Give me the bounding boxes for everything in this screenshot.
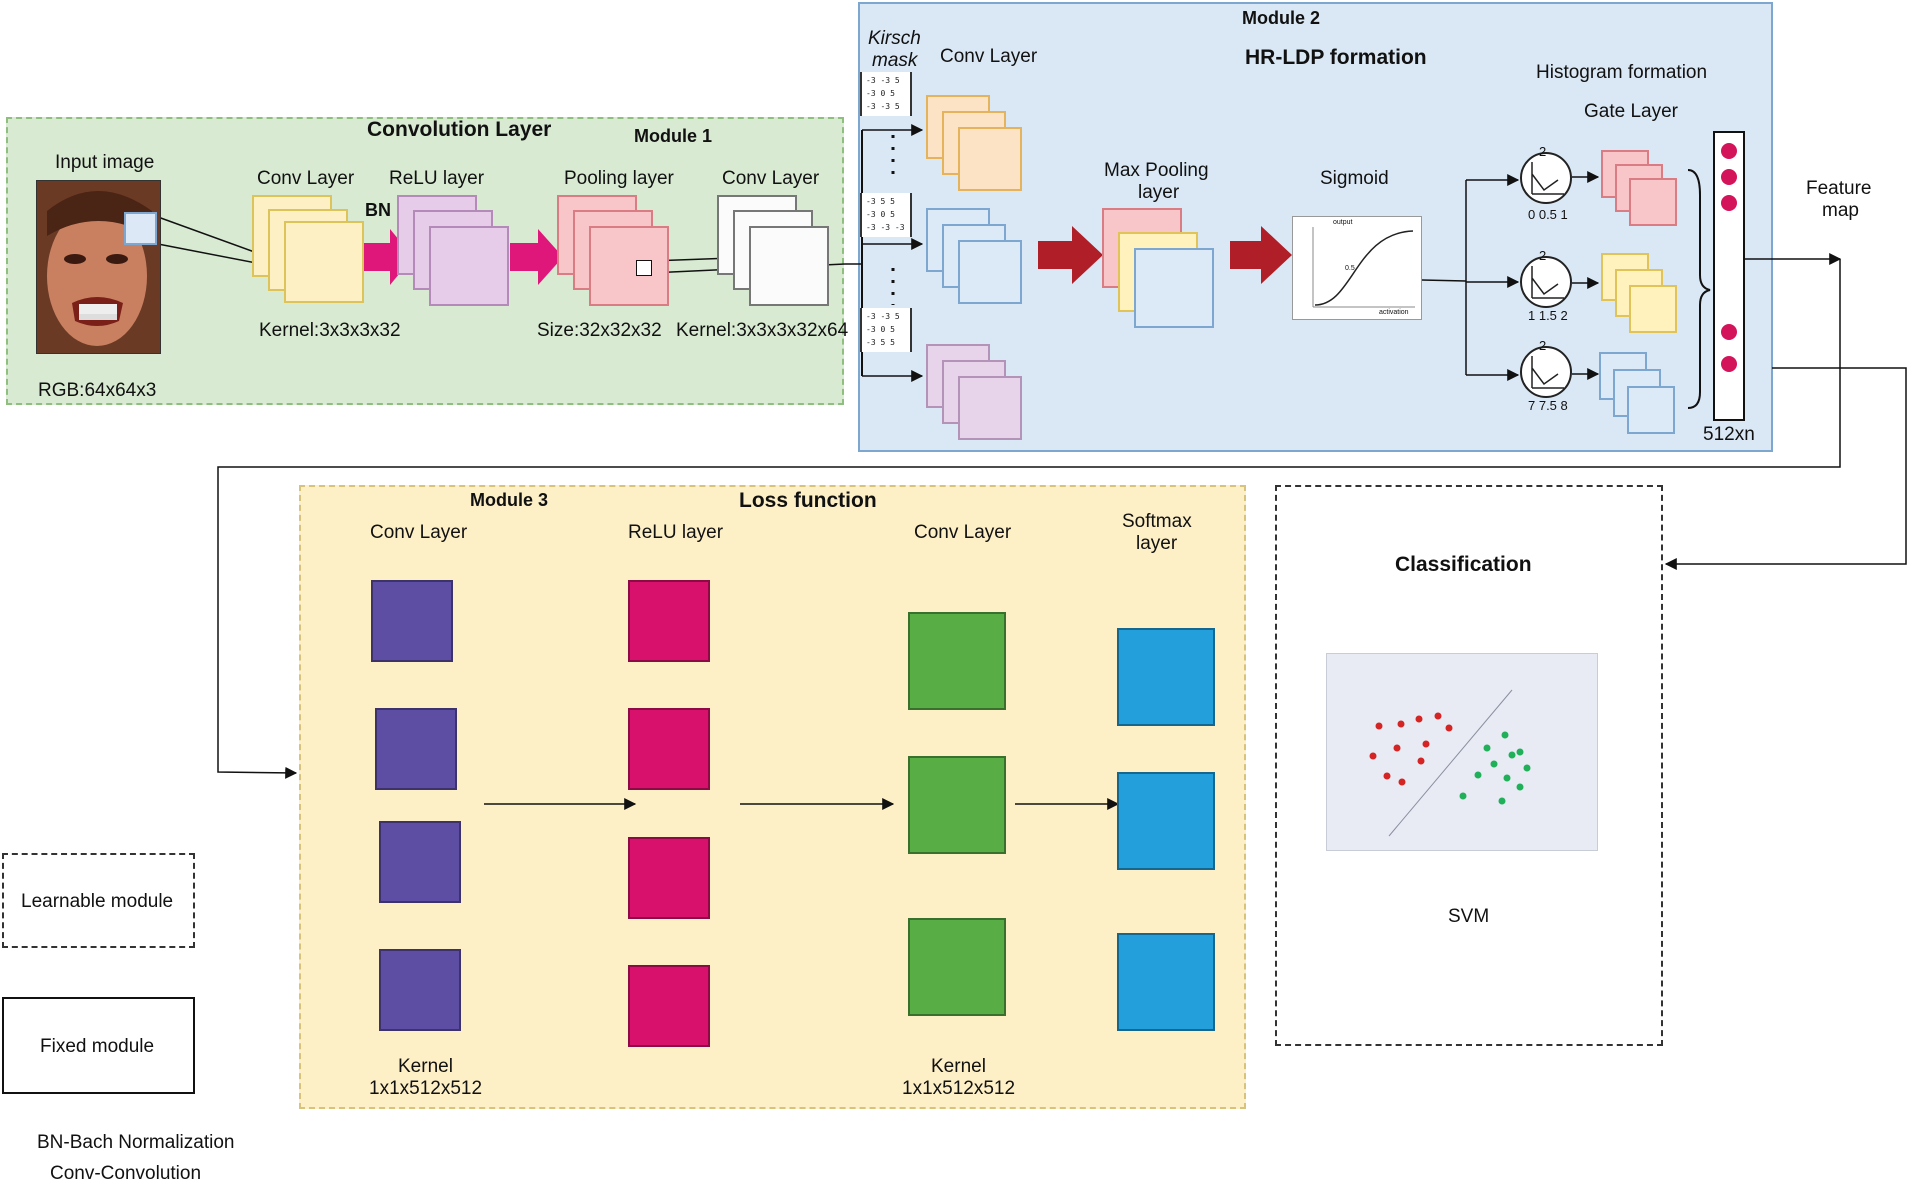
m3-softmax-unit: [1117, 933, 1215, 1031]
m1-kernel-2: Kernel:3x3x3x32x64: [676, 320, 849, 341]
m3-relu-unit: [628, 708, 710, 790]
legend-fixed-label: Fixed module: [40, 1036, 155, 1057]
gate-slice-yellow: [1629, 285, 1677, 333]
legend-learnable-label: Learnable module: [21, 891, 174, 912]
vector-size-label: 512xn: [1703, 424, 1755, 445]
sigmoid-label: Sigmoid: [1320, 168, 1389, 189]
m3-softmax-unit: [1117, 628, 1215, 726]
m3-conv-unit: [371, 580, 453, 662]
m2-conv-orange: [958, 127, 1022, 191]
m1-pooling-label: Pooling layer: [564, 168, 674, 189]
histogram-icon: [1520, 256, 1572, 308]
maxpool-label-2: layer: [1138, 182, 1180, 203]
module3-title: Loss function: [739, 489, 877, 512]
m3-softmax-unit: [1117, 772, 1215, 870]
histogram-icon: [1520, 346, 1572, 398]
input-patch: [124, 212, 157, 245]
m3-softmax-label-1: Softmax: [1122, 511, 1192, 532]
legend-learnable-box: [2, 853, 195, 948]
svm-plot: [1326, 653, 1598, 851]
svm-label: SVM: [1448, 906, 1490, 927]
module1-label: Module 1: [634, 126, 713, 146]
kirsch-mask-2: -3 5 5-3 0 5-3 -3 -3: [860, 193, 912, 237]
feature-vector: [1713, 131, 1745, 421]
conv-to-maxpool-arrow: [1038, 226, 1103, 284]
m3-conv-unit: [379, 949, 461, 1031]
input-image-label: Input image: [55, 152, 155, 173]
m3-conv2-unit: [908, 756, 1006, 854]
input-face-image: [36, 180, 161, 354]
m3-relu-unit: [628, 580, 710, 662]
legend-bn-note: BN-Bach Normalization: [37, 1132, 235, 1153]
legend-conv-note: Conv-Convolution: [50, 1163, 202, 1181]
kirsch-mask-3: -3 -3 5-3 0 5-3 5 5: [860, 308, 912, 352]
hist-values-2: 1 1.5 2: [1528, 308, 1568, 323]
pool-patch: [636, 260, 652, 276]
m3-conv2-unit: [908, 612, 1006, 710]
gate-slice-blue: [1627, 386, 1675, 434]
maxpool-label-1: Max Pooling: [1104, 160, 1209, 181]
feature-dot: [1721, 195, 1737, 211]
hist-values-1: 0 0.5 1: [1528, 207, 1568, 222]
m3-kernel-1-line1: Kernel: [398, 1056, 453, 1077]
legend-fixed-box: [2, 997, 195, 1094]
maxpool-to-sigmoid-arrow: [1230, 226, 1292, 284]
m3-relu-unit: [628, 965, 710, 1047]
hist-values-3: 7 7.5 8: [1528, 398, 1568, 413]
m1-pool-slice: [589, 226, 669, 306]
module1-title: Convolution Layer: [367, 118, 552, 141]
m3-softmax-label-2: layer: [1136, 533, 1178, 554]
m1-relu-label: ReLU layer: [389, 168, 485, 189]
m3-relu-label: ReLU layer: [628, 522, 724, 543]
m3-kernel-1-line2: 1x1x512x512: [369, 1078, 483, 1099]
feature-dot: [1721, 356, 1737, 372]
m3-kernel-2-line2: 1x1x512x512: [902, 1078, 1016, 1099]
m2-conv-label: Conv Layer: [940, 46, 1038, 67]
feature-map-label-2: map: [1822, 200, 1859, 221]
m3-conv-label: Conv Layer: [370, 522, 468, 543]
histogram-icon: [1520, 152, 1572, 204]
feature-dot: [1721, 324, 1737, 340]
m1-conv-slice: [284, 221, 364, 303]
feature-dot: [1721, 143, 1737, 159]
input-caption: RGB:64x64x3: [38, 380, 157, 401]
histogram-formation-label: Histogram formation: [1536, 62, 1708, 83]
classification-title: Classification: [1395, 553, 1532, 576]
m1-conv2-slice: [749, 226, 829, 306]
m1-conv-label: Conv Layer: [257, 168, 355, 189]
m1-kernel-1: Kernel:3x3x3x32: [259, 320, 401, 341]
relu-to-pool-arrow: [510, 229, 563, 285]
maxpool-slice: [1134, 248, 1214, 328]
module2-label: Module 2: [1242, 8, 1321, 28]
kirsch-label-2: mask: [872, 50, 918, 71]
m3-conv-unit: [375, 708, 457, 790]
bn-label: BN: [365, 200, 391, 220]
m3-conv2-unit: [908, 918, 1006, 1016]
m2-conv-blue: [958, 240, 1022, 304]
feature-dot: [1721, 169, 1737, 185]
m1-pool-size: Size:32x32x32: [537, 320, 662, 341]
m3-kernel-2-line1: Kernel: [931, 1056, 986, 1077]
feature-map-label-1: Feature: [1806, 178, 1872, 199]
module3-label: Module 3: [470, 490, 549, 510]
m2-conv-lilac: [958, 376, 1022, 440]
kirsch-mask-1: -3 -3 5-3 0 5-3 -3 5: [860, 72, 912, 116]
m3-conv2-label: Conv Layer: [914, 522, 1012, 543]
m1-relu-slice: [429, 226, 509, 306]
sigmoid-plot: output 0.5 activation: [1292, 216, 1422, 320]
kirsch-label-1: Kirsch: [868, 28, 921, 49]
module2-title: HR-LDP formation: [1245, 46, 1427, 69]
m3-conv-unit: [379, 821, 461, 903]
gate-slice-pink: [1629, 178, 1677, 226]
m3-relu-unit: [628, 837, 710, 919]
gate-layer-label: Gate Layer: [1584, 101, 1678, 122]
m1-conv2-label: Conv Layer: [722, 168, 820, 189]
